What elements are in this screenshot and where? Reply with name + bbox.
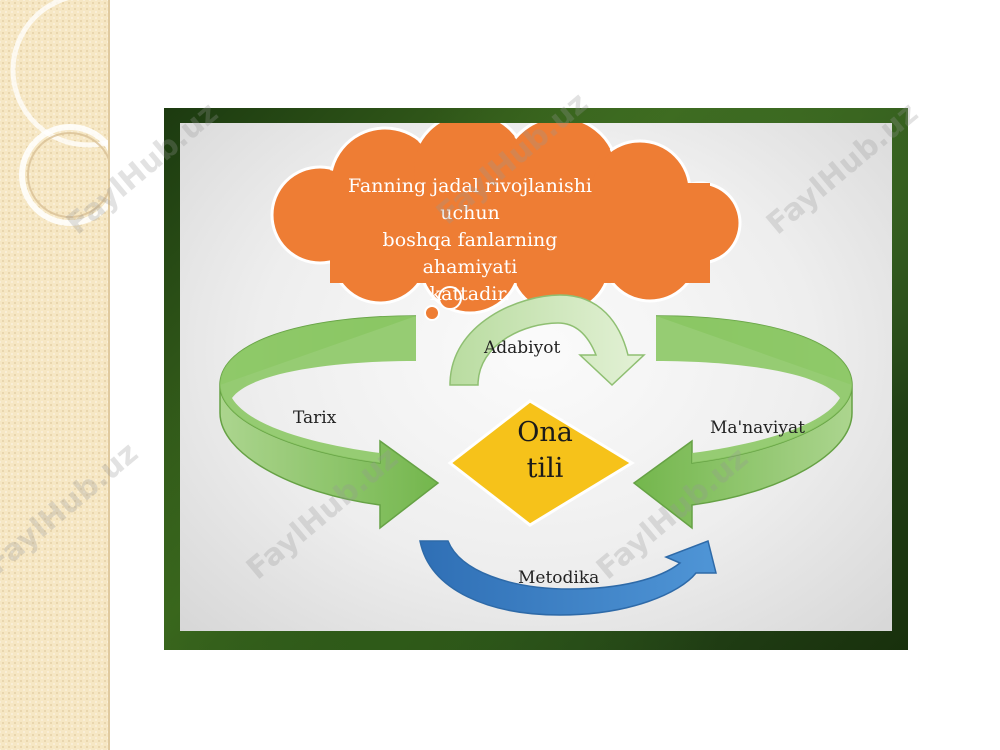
center-label: Ona tili xyxy=(517,417,573,484)
label-metodika: Metodika xyxy=(518,568,600,588)
sidebar-decoration xyxy=(0,0,110,750)
label-adabiyot: Adabiyot xyxy=(484,338,561,358)
cloud-text: Fanning jadal rivojlanishi uchun boshqa … xyxy=(347,175,593,305)
label-manaviyat: Ma'naviyat xyxy=(710,418,805,438)
diagram-panel: Fanning jadal rivojlanishi uchun boshqa … xyxy=(180,123,892,631)
center-diamond xyxy=(447,399,635,527)
cloud-bubble-small xyxy=(424,305,440,321)
diagram-image: Fanning jadal rivojlanishi uchun boshqa … xyxy=(164,108,908,650)
label-tarix: Tarix xyxy=(293,408,337,428)
diagram-shapes xyxy=(219,123,853,616)
top-arrow xyxy=(449,294,646,387)
sidebar-circles xyxy=(10,0,108,226)
cloud-bubble-large xyxy=(438,286,462,310)
bottom-arrow xyxy=(419,539,717,616)
